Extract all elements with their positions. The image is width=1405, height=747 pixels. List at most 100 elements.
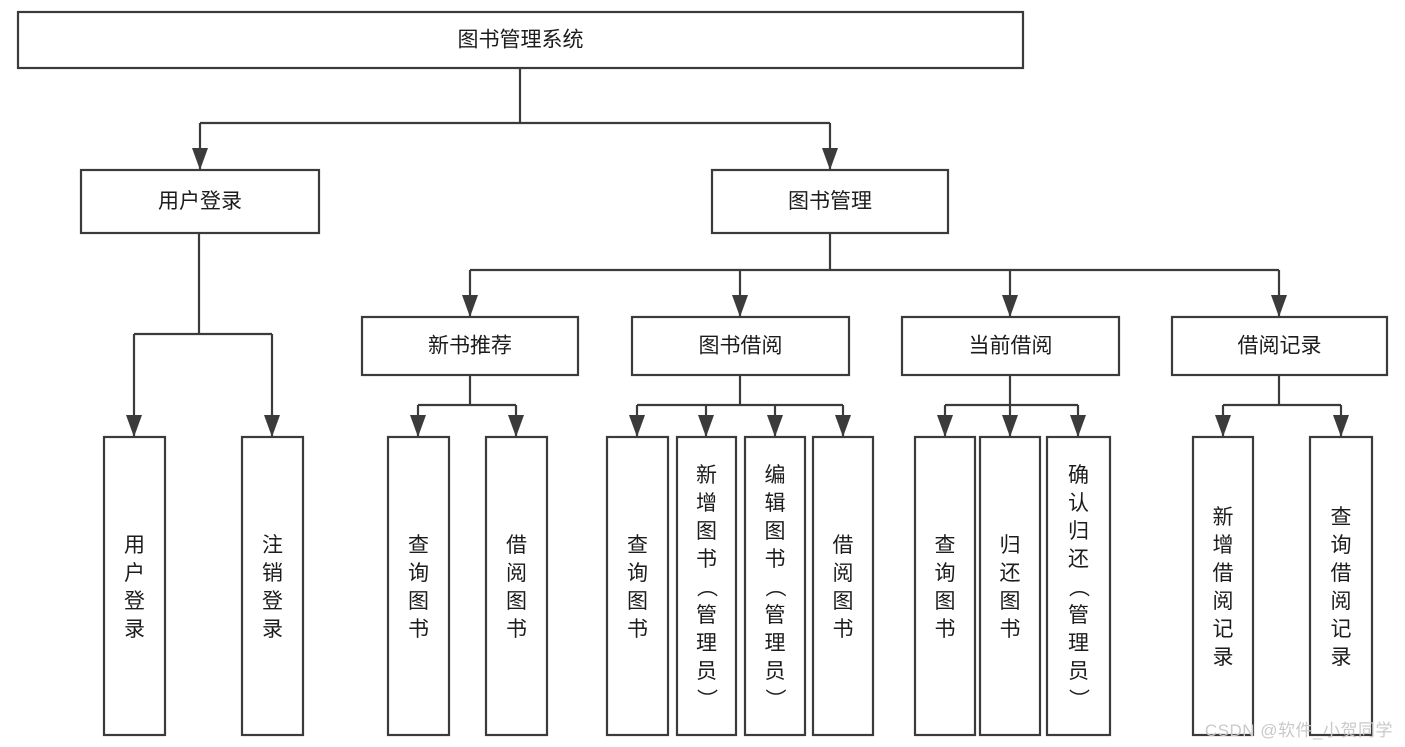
node-label-char: 登 — [262, 590, 283, 613]
node-leaf-borrow-book-rec[interactable]: 借阅图书借阅图书 — [484, 435, 549, 737]
node-leaf-user-login[interactable]: 用户登录用户登录 — [102, 435, 167, 737]
node-label-char: 图 — [408, 590, 429, 613]
node-root[interactable]: 图书管理系统 — [16, 10, 1025, 70]
node-label-char: 查 — [408, 534, 429, 557]
node-box[interactable] — [360, 315, 580, 377]
node-label-char: 还 — [1068, 548, 1089, 571]
node-leaf-add-record[interactable]: 新增借阅记录新增借阅记录 — [1191, 435, 1255, 737]
node-label-char: 户 — [124, 562, 145, 585]
node-box[interactable] — [675, 435, 738, 737]
node-label-char: 图 — [506, 590, 527, 613]
node-book-manage[interactable]: 图书管理 — [710, 168, 950, 235]
node-new-book-rec[interactable]: 新书推荐 — [360, 315, 580, 377]
node-label-char: 增 — [696, 492, 717, 515]
node-label-char: ） — [1067, 688, 1090, 709]
node-box[interactable] — [102, 435, 167, 737]
node-label-char: 录 — [1213, 646, 1234, 669]
node-label-char: 辑 — [765, 492, 786, 515]
node-label: 新书推荐 — [428, 335, 512, 358]
node-box[interactable] — [811, 435, 875, 737]
arrow-head-icon — [732, 295, 748, 317]
node-box[interactable] — [16, 10, 1025, 70]
node-label: 当前借阅 — [969, 335, 1053, 358]
node-label-char: 管 — [765, 604, 786, 627]
node-label-char: 理 — [1068, 632, 1089, 655]
arrow-head-icon — [462, 295, 478, 317]
node-leaf-borrow-book[interactable]: 借阅图书借阅图书 — [811, 435, 875, 737]
node-leaf-query-book-cur[interactable]: 查询图书查询图书 — [913, 435, 977, 737]
node-label-char: 图 — [833, 590, 854, 613]
node-label-char: 图 — [765, 520, 786, 543]
node-label-char: 图 — [627, 590, 648, 613]
node-label-char: 销 — [262, 562, 283, 585]
arrow-head-icon — [192, 148, 208, 170]
node-user-login[interactable]: 用户登录 — [79, 168, 321, 235]
node-label-char: 书 — [627, 618, 648, 641]
node-box[interactable] — [1170, 315, 1389, 377]
arrow-head-icon — [1215, 415, 1231, 437]
node-label: 图书管理系统 — [458, 29, 584, 52]
node-box[interactable] — [240, 435, 305, 737]
node-label-char: 录 — [124, 618, 145, 641]
node-label-char: 理 — [696, 632, 717, 655]
node-leaf-query-book-borrow[interactable]: 查询图书查询图书 — [605, 435, 670, 737]
node-label-char: 借 — [1331, 562, 1352, 585]
node-box[interactable] — [79, 168, 321, 235]
arrow-head-icon — [126, 415, 142, 437]
node-label-char: 归 — [1000, 534, 1021, 557]
node-label-char: 还 — [1000, 562, 1021, 585]
node-label-char: 录 — [1331, 646, 1352, 669]
node-box[interactable] — [1308, 435, 1374, 737]
arrow-head-icon — [698, 415, 714, 437]
node-label-char: 记 — [1213, 618, 1234, 641]
node-label-char: （ — [763, 576, 786, 597]
node-box[interactable] — [605, 435, 670, 737]
node-label-char: 书 — [408, 618, 429, 641]
node-label-char: 归 — [1068, 520, 1089, 543]
node-label-char: 图 — [1000, 590, 1021, 613]
node-label-char: 阅 — [1331, 590, 1352, 613]
arrow-head-icon — [1070, 415, 1086, 437]
arrow-head-icon — [1271, 295, 1287, 317]
node-box[interactable] — [386, 435, 451, 737]
node-label-char: 用 — [124, 534, 145, 557]
node-label-char: 理 — [765, 632, 786, 655]
node-box[interactable] — [743, 435, 807, 737]
node-box[interactable] — [484, 435, 549, 737]
arrow-head-icon — [835, 415, 851, 437]
arrow-head-icon — [410, 415, 426, 437]
node-label-char: 新 — [696, 464, 717, 487]
node-borrow-record[interactable]: 借阅记录 — [1170, 315, 1389, 377]
node-label-char: 记 — [1331, 618, 1352, 641]
node-leaf-query-book-rec[interactable]: 查询图书查询图书 — [386, 435, 451, 737]
node-leaf-return-book[interactable]: 归还图书归还图书 — [978, 435, 1042, 737]
arrow-head-icon — [1002, 295, 1018, 317]
node-label-char: 阅 — [1213, 590, 1234, 613]
node-box[interactable] — [1191, 435, 1255, 737]
node-label-char: 登 — [124, 590, 145, 613]
node-book-borrow[interactable]: 图书借阅 — [630, 315, 851, 377]
node-box[interactable] — [710, 168, 950, 235]
arrow-head-icon — [508, 415, 524, 437]
connector-layer — [126, 68, 1349, 437]
node-box[interactable] — [913, 435, 977, 737]
node-label: 图书管理 — [788, 190, 872, 213]
arrow-head-icon — [264, 415, 280, 437]
node-box[interactable] — [900, 315, 1121, 377]
node-box[interactable] — [1045, 435, 1112, 737]
node-current-borrow[interactable]: 当前借阅 — [900, 315, 1121, 377]
node-box[interactable] — [978, 435, 1042, 737]
node-label-char: 借 — [506, 534, 527, 557]
node-label-char: （ — [1067, 576, 1090, 597]
node-label-char: 询 — [1331, 534, 1352, 557]
node-label-char: ） — [763, 688, 786, 709]
node-leaf-user-logout[interactable]: 注销登录注销登录 — [240, 435, 305, 737]
node-box[interactable] — [630, 315, 851, 377]
node-label-char: 书 — [506, 618, 527, 641]
node-label-char: 图 — [935, 590, 956, 613]
node-leaf-query-record[interactable]: 查询借阅记录查询借阅记录 — [1308, 435, 1374, 737]
